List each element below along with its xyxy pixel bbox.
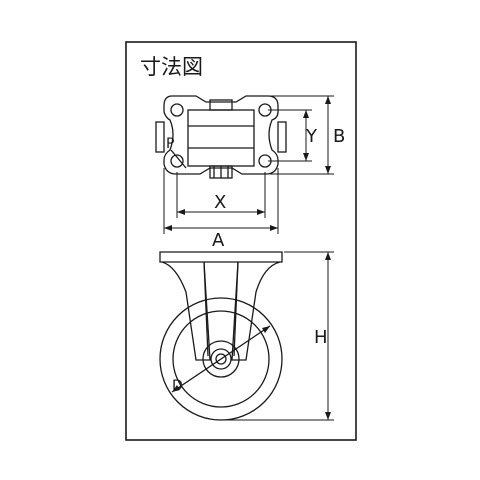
side-view (159, 251, 283, 421)
p-leader (170, 149, 187, 169)
b-label: B (333, 126, 345, 147)
diameter-line (171, 325, 271, 393)
wheel-tire (159, 297, 283, 421)
depth-dimensions (268, 95, 334, 175)
a-label: A (212, 230, 225, 251)
center-block (187, 109, 255, 167)
top-view (155, 95, 287, 179)
d-label: D (172, 378, 183, 394)
top-nut (209, 99, 233, 111)
width-dimensions (163, 168, 279, 234)
axle-nut (210, 348, 232, 370)
top-plate (159, 251, 283, 263)
wheel-hub (202, 340, 240, 378)
h-label: H (314, 327, 328, 348)
x-label: X (214, 192, 226, 213)
wheel-rim (172, 310, 270, 408)
height-dimension (224, 251, 334, 421)
p-label: P (166, 136, 174, 152)
drawing-frame (125, 41, 357, 441)
bracket-right (231, 261, 281, 361)
bracket-left (161, 261, 211, 361)
y-label: Y (305, 126, 318, 147)
drawing-title: 寸法図 (140, 55, 203, 79)
bolt-hole (170, 103, 184, 117)
bolt-hole (170, 154, 184, 168)
mounting-plate-outline (163, 95, 279, 175)
